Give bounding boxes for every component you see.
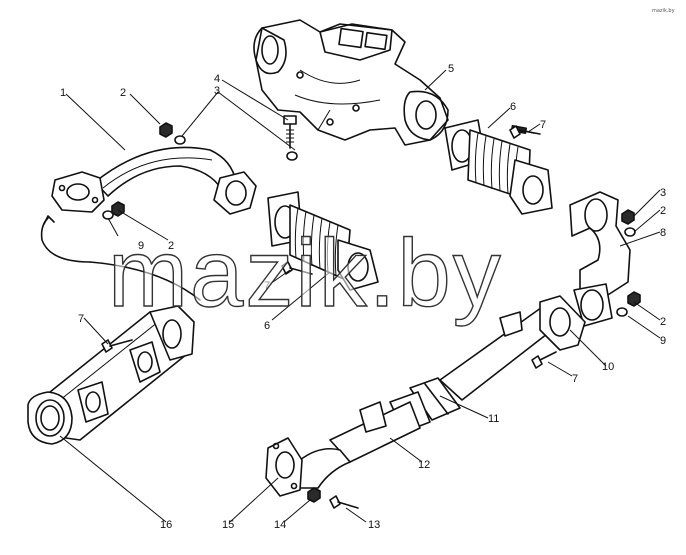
part-curved-pipe bbox=[51, 146, 257, 215]
callout-13: 13 bbox=[368, 519, 380, 531]
callout-7-left: 7 bbox=[78, 313, 84, 325]
callout-6-right: 6 bbox=[510, 101, 516, 113]
callout-7-top-right: 7 bbox=[540, 119, 546, 131]
part-elbow bbox=[569, 191, 631, 327]
callout-4: 4 bbox=[214, 73, 220, 85]
callout-7-middle: 7 bbox=[264, 280, 270, 292]
callout-10: 10 bbox=[602, 361, 614, 373]
corner-watermark: mazik.by bbox=[652, 8, 675, 14]
callout-16: 16 bbox=[160, 519, 172, 531]
part-bellows-right bbox=[444, 119, 553, 215]
part-exhaust-pipe-assembly bbox=[265, 295, 586, 497]
callout-5: 5 bbox=[448, 63, 454, 75]
callout-1: 1 bbox=[60, 87, 66, 99]
callout-2-middle-left: 2 bbox=[168, 240, 174, 252]
part-bellows-middle bbox=[267, 191, 379, 291]
callout-2-top-left: 2 bbox=[120, 87, 126, 99]
callout-11: 11 bbox=[488, 413, 499, 425]
fasteners bbox=[101, 115, 641, 509]
callout-2-right-upper: 2 bbox=[660, 205, 666, 217]
callout-8: 8 bbox=[660, 227, 666, 239]
callout-2-right-lower: 2 bbox=[660, 316, 666, 328]
callout-3-right: 3 bbox=[660, 187, 666, 199]
callout-3-top: 3 bbox=[214, 85, 220, 97]
callout-9-right: 9 bbox=[660, 335, 666, 347]
callout-6-middle: 6 bbox=[264, 320, 270, 332]
part-exhaust-manifold bbox=[253, 19, 449, 146]
callout-14: 14 bbox=[274, 519, 286, 531]
assembly-arrow bbox=[40, 215, 201, 301]
callout-numbers: 1 2 2 2 2 3 3 4 5 6 6 7 7 7 7 8 9 9 10 1… bbox=[60, 63, 666, 531]
callout-7-lower-right: 7 bbox=[572, 373, 578, 385]
watermark-text: mazik.by bbox=[108, 220, 503, 327]
leader-lines bbox=[59, 69, 661, 523]
callout-12: 12 bbox=[418, 459, 430, 471]
callout-9-left: 9 bbox=[138, 240, 144, 252]
callout-15: 15 bbox=[222, 519, 234, 531]
part-branch-pipe bbox=[27, 305, 195, 445]
